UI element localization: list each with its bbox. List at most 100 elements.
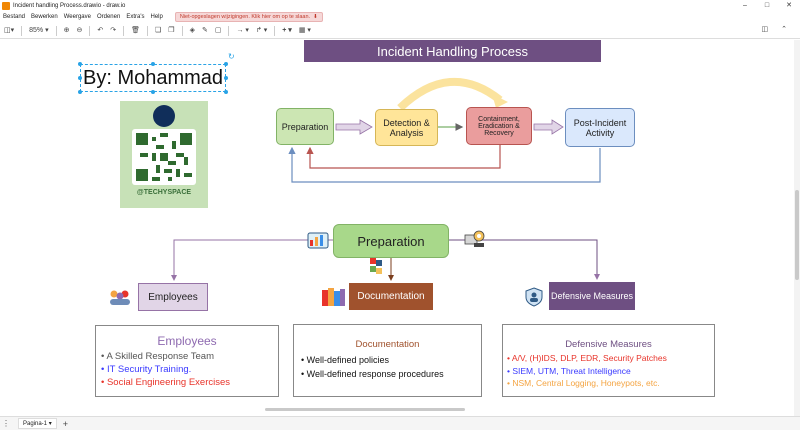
selection-handle[interactable] (224, 90, 228, 94)
loop-blue (288, 146, 601, 183)
delete-icon[interactable]: 🗑 (131, 26, 141, 34)
title-bar: Incident handling Process.drawio - draw.… (0, 0, 800, 11)
documentation-card[interactable]: Documentation • Well-defined policies • … (293, 324, 482, 397)
list-item-text: Well-defined response procedures (306, 369, 444, 379)
maximize-icon[interactable]: □ (764, 2, 770, 9)
pages-menu-icon[interactable]: ⋮ (2, 419, 10, 428)
list-item: • NSM, Central Logging, Honeypots, etc. (507, 378, 660, 388)
zoom-in-icon[interactable]: ⊕ (63, 26, 70, 34)
add-page-icon[interactable]: + (62, 418, 68, 429)
qr-code (132, 129, 196, 185)
defensive-measures-header[interactable]: Defensive Measures (549, 282, 635, 310)
documentation-card-title: Documentation (355, 339, 420, 350)
fill-color-icon[interactable]: ◈ (189, 26, 195, 34)
horizontal-scrollbar[interactable] (265, 408, 465, 411)
flow-arrow-contain-post (533, 119, 564, 135)
team-people-icon (110, 290, 130, 305)
preparation-node[interactable]: Preparation (333, 224, 449, 258)
menu-bestand[interactable]: Bestand (3, 14, 26, 20)
list-item-text: Well-defined policies (306, 355, 390, 365)
page-tab[interactable]: Pagina-1 ▾ (18, 418, 57, 429)
flow-step-preparation[interactable]: Preparation (276, 108, 334, 145)
list-item-text: Social Engineering Exercises (106, 377, 231, 388)
employees-header[interactable]: Employees (138, 283, 208, 311)
page-tabs-bar: ⋮ Pagina-1 ▾ + (0, 416, 800, 430)
menu-extras[interactable]: Extra's (126, 14, 145, 20)
toolbar-separator (89, 25, 91, 36)
qr-brand-label: @TECHYSPACE (136, 189, 192, 196)
table-icon[interactable]: ▦ ▾ (298, 26, 311, 34)
rotate-icon[interactable]: ↻ (228, 52, 235, 61)
waypoints-icon[interactable]: ↱ ▾ (255, 26, 268, 34)
employees-card[interactable]: Employees • A Skilled Response Team • IT… (95, 325, 279, 397)
format-toggle-icon[interactable]: ◫ (761, 26, 769, 33)
loop-red (306, 145, 501, 169)
toolbar-separator (181, 25, 183, 36)
toolbar-separator (147, 25, 149, 36)
vertical-scrollbar[interactable] (794, 40, 800, 416)
selection-handle[interactable] (78, 62, 82, 66)
list-item: • IT Security Training. (101, 364, 192, 375)
close-icon[interactable]: ✕ (786, 2, 792, 9)
toolbar-separator (21, 25, 23, 36)
toolbar-right: ◫ ⌃ (762, 23, 795, 37)
to-back-icon[interactable]: ❐ (168, 26, 175, 34)
list-item-text: A Skilled Response Team (106, 351, 215, 362)
employees-card-title: Employees (157, 334, 217, 348)
drawio-logo-icon (2, 1, 10, 10)
shield-user-icon (525, 287, 543, 307)
menu-bar: Bestand Bewerken Weergave Ordenen Extra'… (0, 11, 800, 23)
list-item: • Well-defined response procedures (301, 369, 444, 379)
list-item: • Well-defined policies (301, 355, 390, 365)
unsaved-changes-button[interactable]: Niet-opgeslagen wijzigingen. Klik hier o… (174, 12, 323, 22)
menu-help[interactable]: Help (150, 14, 163, 20)
branch-employees (171, 239, 333, 281)
undo-icon[interactable]: ↶ (97, 26, 104, 34)
branch-defensive (449, 239, 600, 280)
zoom-value: 85% (29, 26, 44, 34)
redo-icon[interactable]: ↷ (110, 26, 117, 34)
menu-weergave[interactable]: Weergave (63, 14, 91, 20)
menu-ordenen[interactable]: Ordenen (96, 14, 121, 20)
selection-handle[interactable] (224, 62, 228, 66)
zoom-out-icon[interactable]: ⊖ (76, 26, 83, 34)
byline-text[interactable]: By: Mohammad (80, 64, 226, 92)
flow-step-containment[interactable]: Containment, Eradication & Recovery (466, 107, 532, 145)
insert-icon[interactable]: + ▾ (282, 26, 292, 34)
selection-handle[interactable] (151, 62, 155, 66)
employees-list: • A Skilled Response Team • IT Security … (101, 350, 230, 389)
flow-step-post-incident[interactable]: Post-Incident Activity (565, 108, 635, 147)
diagram-canvas[interactable]: Incident Handling Process By: Mohammad ↻ (0, 40, 794, 416)
selection-handle[interactable] (78, 90, 82, 94)
selection-handle[interactable] (224, 76, 228, 80)
scrollbar-thumb[interactable] (795, 190, 799, 280)
collapse-icon[interactable]: ⌃ (781, 26, 787, 33)
flow-step-detection[interactable]: Detection & Analysis (375, 109, 438, 146)
shadow-icon[interactable]: ▢ (214, 26, 222, 34)
defensive-measures-card[interactable]: Defensive Measures • A/V, (H)IDS, DLP, E… (502, 324, 715, 397)
list-item-text: SIEM, UTM, Threat Intelligence (512, 365, 631, 376)
unsaved-changes-label: Niet-opgeslagen wijzigingen. Klik hier o… (179, 14, 311, 20)
dashboard-icon (307, 232, 329, 249)
selection-handle[interactable] (151, 90, 155, 94)
toolbar-separator (274, 25, 276, 36)
documentation-list: • Well-defined policies • Well-defined r… (301, 353, 444, 381)
qr-code-card[interactable]: @TECHYSPACE (120, 101, 208, 208)
minimize-icon[interactable]: – (743, 2, 747, 9)
settings-gear-icon (464, 230, 485, 247)
list-item: • A Skilled Response Team (101, 351, 215, 362)
selection-handle[interactable] (78, 76, 82, 80)
to-front-icon[interactable]: ❏ (155, 26, 162, 34)
zoom-select[interactable]: 85% ▾ (29, 26, 49, 34)
connection-icon[interactable]: → ▾ (236, 26, 249, 34)
format-panel-icon[interactable]: ◫▾ (4, 26, 15, 34)
curved-arrow (397, 77, 503, 111)
documentation-header[interactable]: Documentation (349, 283, 433, 310)
diagram-banner[interactable]: Incident Handling Process (304, 40, 601, 62)
list-item-text: NSM, Central Logging, Honeypots, etc. (512, 378, 660, 388)
menu-bewerken[interactable]: Bewerken (31, 14, 58, 20)
toolbar-separator (123, 25, 125, 36)
list-item: • Social Engineering Exercises (101, 377, 231, 388)
line-color-icon[interactable]: ✎ (201, 26, 208, 34)
